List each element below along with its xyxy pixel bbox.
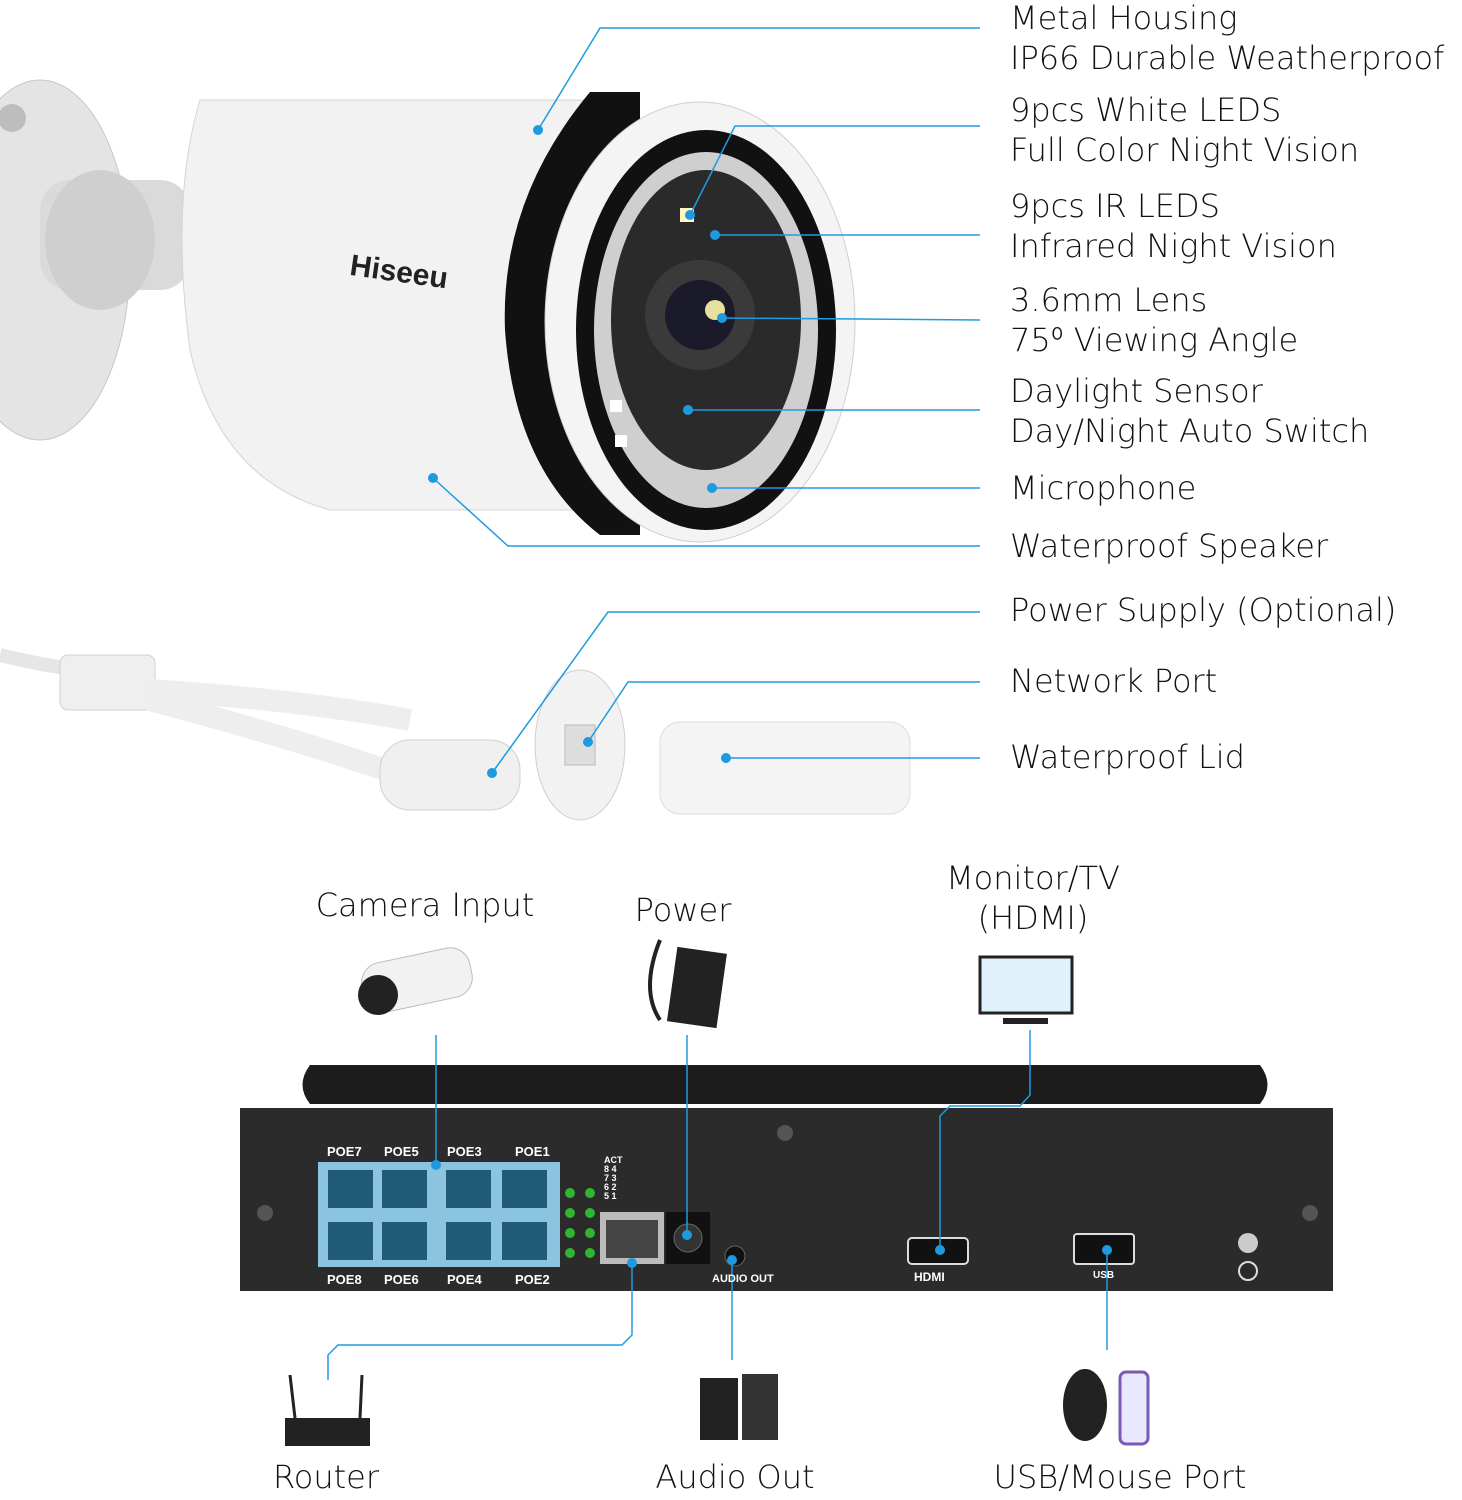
feature-network-port: Network Port [1010, 662, 1218, 700]
audio-out-port-label: AUDIO OUT [712, 1273, 774, 1285]
port-label: POE1 [515, 1144, 550, 1159]
hdmi-port-label: HDMI [914, 1270, 945, 1284]
act-row: 5 1 [604, 1191, 617, 1201]
label-power: Power [634, 891, 732, 929]
router-icon [285, 1374, 370, 1446]
feature-desc: Infrared Night Vision [1010, 227, 1337, 265]
monitor-line1: Monitor/TV [946, 859, 1120, 897]
power-adapter-icon [648, 939, 727, 1029]
usb-port-label: USB [1093, 1270, 1115, 1281]
feature-title: 9pcs White LEDS [1010, 91, 1282, 129]
nvr-recorder [240, 1065, 1333, 1291]
feature-microphone: Microphone [1010, 469, 1197, 507]
label-camera-input: Camera Input [315, 886, 535, 924]
feature-speaker: Waterproof Speaker [1010, 527, 1329, 565]
nvr-leader-lines [327, 1030, 1108, 1380]
mouse-usb-icon [1063, 1369, 1150, 1446]
feature-desc: Day/Night Auto Switch [1010, 412, 1370, 450]
monitor-icon [978, 955, 1074, 1024]
feature-title: 3.6mm Lens [1010, 281, 1208, 319]
label-audio-out: Audio Out [655, 1458, 815, 1496]
speaker-icon [700, 1374, 778, 1440]
feature-desc: 75⁰ Viewing Angle [1010, 321, 1299, 359]
feature-title: Metal Housing [1010, 0, 1238, 37]
camera-cable [0, 648, 911, 821]
port-label: POE2 [515, 1272, 550, 1287]
port-label: POE8 [327, 1272, 362, 1287]
act-header: ACT [604, 1155, 623, 1165]
feature-waterproof-lid: Waterproof Lid [1010, 738, 1245, 776]
act-row: 6 2 [604, 1182, 617, 1192]
leader-lines [432, 27, 981, 774]
feature-power-supply: Power Supply (Optional) [1010, 591, 1397, 629]
feature-title: Daylight Sensor [1010, 372, 1263, 410]
feature-desc: Full Color Night Vision [1010, 131, 1360, 169]
label-monitor: Monitor/TV(HDMI) [946, 858, 1120, 938]
monitor-line2: (HDMI) [977, 899, 1089, 937]
camera-input-icon [358, 947, 473, 1015]
port-label: POE4 [447, 1272, 482, 1287]
port-label: POE7 [327, 1144, 362, 1159]
act-row: 7 3 [604, 1173, 617, 1183]
port-label: POE5 [384, 1144, 419, 1159]
port-label: POE6 [384, 1272, 419, 1287]
port-label: POE3 [447, 1144, 482, 1159]
label-usb-mouse: USB/Mouse Port [993, 1458, 1247, 1496]
feature-desc: IP66 Durable Weatherproof [1010, 39, 1445, 77]
leader-dots [428, 125, 731, 778]
camera-mount [0, 79, 190, 441]
feature-title: 9pcs IR LEDS [1010, 187, 1220, 225]
act-row: 8 4 [604, 1164, 617, 1174]
bullet-camera [181, 92, 856, 543]
label-router: Router [272, 1458, 380, 1496]
act-table: ACT 8 4 7 3 6 2 5 1 [604, 1156, 634, 1201]
